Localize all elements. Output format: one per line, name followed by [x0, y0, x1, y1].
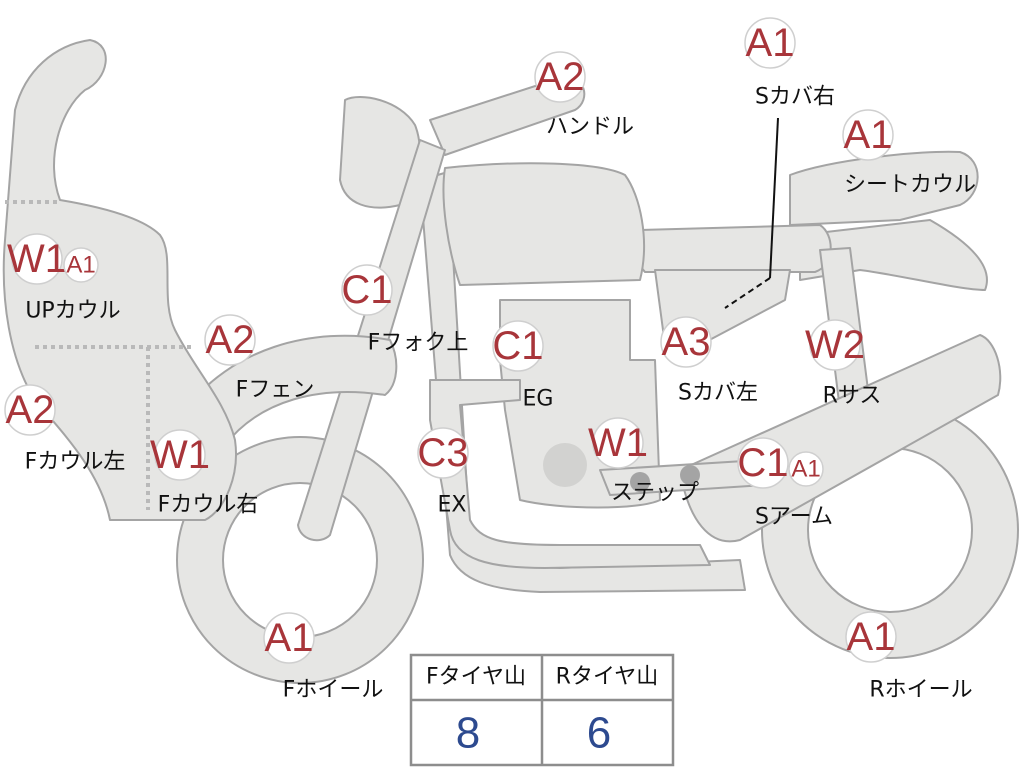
f-wheel-grade: A1 [265, 616, 314, 660]
r-suspension-label: W2 Rサス [805, 319, 882, 409]
front-tire-header: Fタイヤ山 [426, 665, 526, 690]
f-fork-upper-grade: C1 [341, 268, 392, 312]
f-fork-upper-part: Fフォク上 [368, 331, 469, 356]
f-cowl-left-part: Fカウル左 [25, 450, 126, 475]
f-cowl-right-part: Fカウル右 [158, 493, 259, 518]
exhaust-grade: C3 [417, 431, 468, 475]
seat-cowl-shape [789, 150, 979, 226]
f-wheel-label: A1 Fホイール [263, 612, 384, 703]
up-cowl-label: W1 A1 UPカウル [7, 233, 121, 324]
r-suspension-grade: W2 [805, 323, 865, 367]
handle-part: ハンドル [546, 115, 634, 140]
swing-arm-shape [679, 334, 1002, 543]
engine-grade: C1 [492, 324, 543, 368]
f-cowl-left-label: A2 Fカウル左 [4, 384, 126, 475]
step-peg-shape-2 [680, 465, 700, 485]
rear-tire-value: 6 [587, 709, 611, 758]
s-cover-right-grade: A1 [746, 21, 795, 65]
s-cover-right-part: Sカバ右 [755, 85, 835, 110]
f-fender-part: Fフェン [236, 378, 315, 403]
exhaust-label: C3 EX [417, 427, 469, 518]
swing-arm-grade: C1 [737, 441, 788, 485]
s-cover-right-leader-dash [724, 277, 771, 309]
f-cowl-right-label: W1 Fカウル右 [150, 429, 259, 518]
step-label: W1 ステップ [588, 417, 699, 506]
step-part: ステップ [611, 481, 699, 506]
front-cowl-shape [2, 39, 237, 521]
r-suspension-part: Rサス [823, 384, 882, 409]
engine-part: EG [523, 387, 554, 412]
swing-arm-label: C1 A1 Sアーム [737, 437, 833, 530]
rear-fender-shape [799, 219, 988, 291]
front-fender-shape [184, 334, 398, 446]
step-peg-shape [630, 472, 650, 492]
s-cover-right-label: A1 Sカバ右 [744, 17, 835, 110]
fuel-tank-shape [442, 162, 646, 286]
f-wheel-part: Fホイール [283, 678, 384, 703]
rear-tire-header: Rタイヤ山 [556, 665, 659, 690]
seat-cowl-part: シートカウル [844, 173, 976, 198]
s-cover-left-label: A3 Sカバ左 [660, 316, 758, 406]
engine-label: C1 EG [492, 320, 554, 412]
swing-arm-sub-grade: A1 [791, 456, 820, 483]
f-cowl-left-grade: A2 [6, 388, 55, 432]
tire-tread-table: Fタイヤ山 Rタイヤ山 8 6 [409, 653, 675, 767]
r-wheel-part: Rホイール [869, 678, 972, 703]
handle-label: A2 ハンドル [534, 51, 634, 140]
step-grade: W1 [588, 421, 648, 465]
r-wheel-label: A1 Rホイール [845, 611, 973, 703]
up-cowl-sub-grade: A1 [66, 252, 95, 279]
up-cowl-grade: W1 [7, 237, 67, 281]
front-tire-value: 8 [456, 709, 480, 758]
f-fender-grade: A2 [206, 318, 255, 362]
s-cover-left-grade: A3 [662, 320, 711, 364]
s-cover-right-leader [769, 117, 779, 279]
seat-cowl-label: A1 シートカウル [842, 109, 976, 198]
seat-cowl-grade: A1 [844, 113, 893, 157]
f-fender-label: A2 Fフェン [204, 314, 315, 403]
f-cowl-right-grade: W1 [150, 433, 210, 477]
exhaust-pipe-shape [429, 379, 711, 569]
up-cowl-part: UPカウル [25, 299, 120, 324]
swing-arm-part: Sアーム [755, 505, 833, 530]
s-cover-left-part: Sカバ左 [678, 381, 758, 406]
r-wheel-grade: A1 [847, 615, 896, 659]
f-fork-upper-label: C1 Fフォク上 [341, 264, 469, 356]
handle-grade: A2 [536, 55, 585, 99]
seat-shape [635, 224, 832, 273]
exhaust-part: EX [438, 493, 467, 518]
engine-cover-shape [543, 443, 587, 487]
